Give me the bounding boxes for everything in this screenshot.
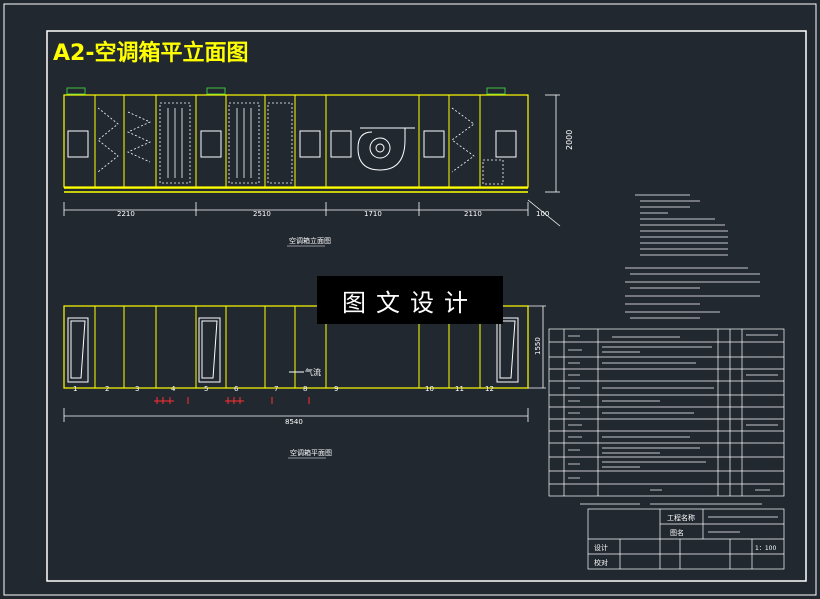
access-door bbox=[200, 130, 222, 158]
airflow-label: 气流 bbox=[305, 367, 321, 377]
elevation-height-dim: 2000 bbox=[565, 130, 574, 150]
schedule-entries bbox=[568, 334, 778, 505]
plan-caption: 空调箱平面图 bbox=[290, 448, 332, 457]
motor-box bbox=[482, 159, 504, 185]
section-number-3: 3 bbox=[135, 385, 139, 393]
section-number-9: 9 bbox=[334, 385, 338, 393]
section-number-5: 5 bbox=[204, 385, 208, 393]
watermark-label: 图文设计 bbox=[317, 276, 503, 324]
design-label: 设计 bbox=[594, 543, 608, 552]
access-door bbox=[423, 130, 445, 158]
plan-height-dim: 1550 bbox=[534, 337, 542, 355]
section-number-7: 7 bbox=[274, 385, 278, 393]
section-number-11: 11 bbox=[455, 385, 464, 393]
pipe-connections bbox=[154, 397, 310, 404]
access-door bbox=[330, 130, 352, 158]
filter-section bbox=[127, 111, 151, 163]
fan-icon bbox=[357, 127, 415, 171]
base-dim: 100 bbox=[536, 210, 549, 218]
section-dim-1: 2210 bbox=[117, 210, 135, 218]
equipment-schedule bbox=[548, 328, 785, 497]
plan-door bbox=[67, 317, 89, 383]
outer-frame bbox=[3, 3, 817, 596]
section-number-4: 4 bbox=[171, 385, 176, 393]
unit-outline bbox=[63, 94, 529, 188]
elevation-view: 2000 2210 2510 1710 2110 100 空调箱立面图 bbox=[63, 87, 574, 247]
inner-frame bbox=[46, 30, 807, 582]
section-number-12: 12 bbox=[485, 385, 494, 393]
design-notes bbox=[625, 194, 760, 319]
section-number-2: 2 bbox=[105, 385, 109, 393]
plan-view: 气流 1 2 3 4 5 6 7 8 9 10 11 12 bbox=[63, 305, 546, 459]
check-label: 校对 bbox=[594, 558, 608, 567]
plan-door bbox=[496, 317, 519, 383]
section-dim-2: 2510 bbox=[253, 210, 271, 218]
section-dim-3: 1710 bbox=[364, 210, 382, 218]
unit-plan-outline bbox=[63, 305, 529, 389]
filter-section bbox=[451, 107, 475, 173]
filter-section bbox=[97, 107, 119, 173]
section-dim-4: 2110 bbox=[464, 210, 482, 218]
lifting-lug bbox=[66, 87, 86, 95]
elevation-caption: 空调箱立面图 bbox=[289, 236, 331, 245]
project-name-label: 工程名称 bbox=[667, 513, 695, 522]
section-number-8: 8 bbox=[303, 385, 307, 393]
plan-total-dim: 8540 bbox=[285, 418, 303, 426]
coil-section bbox=[159, 102, 191, 184]
plan-door bbox=[198, 317, 221, 383]
section-number-10: 10 bbox=[425, 385, 434, 393]
access-door bbox=[299, 130, 321, 158]
drawing-title: A2-空调箱平立面图 bbox=[53, 40, 248, 66]
lifting-lug bbox=[206, 87, 226, 95]
drawing-name-label: 图名 bbox=[670, 528, 684, 537]
section-number-1: 1 bbox=[73, 385, 77, 393]
scale-value: 1：100 bbox=[755, 545, 776, 552]
humidifier-section bbox=[267, 102, 293, 184]
coil-section bbox=[228, 102, 260, 184]
section-number-6: 6 bbox=[234, 385, 239, 393]
lifting-lug bbox=[486, 87, 506, 95]
access-door bbox=[67, 130, 89, 158]
access-door bbox=[495, 130, 517, 158]
title-block bbox=[587, 508, 785, 570]
